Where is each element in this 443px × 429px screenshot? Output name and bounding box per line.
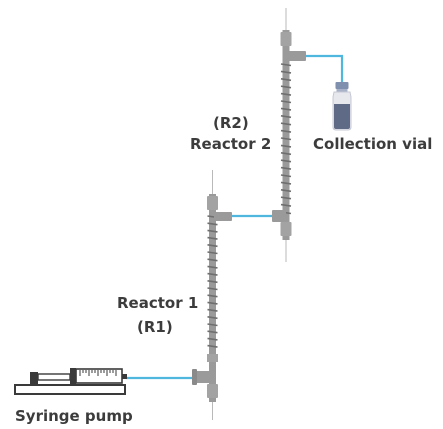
- reactor-coil-icon: [280, 63, 292, 215]
- coil-turn: [280, 78, 292, 82]
- coil-turn: [207, 330, 218, 334]
- coil-turn: [207, 280, 218, 284]
- pump-pusher: [30, 372, 38, 386]
- coil-turn: [280, 152, 292, 156]
- reactor-1: [192, 194, 232, 402]
- coil-turn: [280, 100, 292, 104]
- coil-turn: [280, 189, 292, 193]
- r2-bottom-fitting: [280, 222, 292, 236]
- coil-turn: [207, 287, 218, 291]
- t-junction-icon: [192, 369, 212, 385]
- syringe-pump-icon: [14, 368, 127, 395]
- vial-liquid: [334, 104, 350, 129]
- vial-cap: [335, 82, 349, 89]
- r1-top-fitting: [207, 196, 218, 210]
- coil-turn: [280, 92, 292, 96]
- coil-turn: [207, 323, 218, 327]
- syringe-tip: [122, 374, 127, 379]
- coil-turn: [280, 107, 292, 111]
- collection-vial-label: Collection vial: [313, 135, 433, 153]
- coil-turn: [280, 63, 292, 67]
- coil-turn: [280, 85, 292, 89]
- coil-turn: [280, 166, 292, 170]
- coil-turn: [207, 272, 218, 276]
- coil-turn: [207, 308, 218, 312]
- coil-turn: [207, 251, 218, 255]
- syringe-flange: [70, 368, 76, 386]
- coil-turn: [280, 70, 292, 74]
- coil-turn: [207, 265, 218, 269]
- syringe-scale: [79, 370, 117, 376]
- tube-r2-to-vial: [305, 54, 344, 82]
- r1-inlet-collar: [207, 354, 218, 362]
- coil-turn: [207, 244, 218, 248]
- coil-turn: [280, 137, 292, 141]
- coil-turn: [280, 181, 292, 185]
- coil-turn: [207, 222, 218, 226]
- coil-turn: [207, 316, 218, 320]
- coil-turn: [207, 236, 218, 240]
- coil-turn: [280, 203, 292, 207]
- r2-top-fitting: [280, 32, 292, 46]
- reactor-coil-icon: [207, 215, 218, 348]
- coil-turn: [207, 294, 218, 298]
- t-junction-icon: [288, 51, 306, 61]
- coil-turn: [207, 229, 218, 233]
- coil-turn: [280, 174, 292, 178]
- coil-turn: [280, 122, 292, 126]
- collection-vial-icon: [332, 82, 352, 131]
- t-junction-icon: [272, 210, 286, 222]
- r1-code-label: (R1): [137, 318, 173, 336]
- r1-bottom-fitting: [207, 384, 218, 398]
- coil-turn: [280, 159, 292, 163]
- coil-turn: [280, 144, 292, 148]
- t-junction-icon: [214, 212, 232, 221]
- coil-turn: [280, 129, 292, 133]
- reactor-2-column: [282, 30, 290, 240]
- reactor-1-column: [209, 194, 216, 402]
- r2-name-label: Reactor 2: [190, 135, 272, 153]
- pump-base: [14, 384, 126, 395]
- coil-turn: [207, 337, 218, 341]
- coil-turn: [280, 115, 292, 119]
- syringe-plunger: [37, 373, 71, 381]
- r2-code-label: (R2): [213, 114, 249, 132]
- coil-turn: [207, 301, 218, 305]
- coil-turn: [280, 196, 292, 200]
- r1-name-label: Reactor 1: [117, 294, 199, 312]
- coil-turn: [207, 258, 218, 262]
- coil-turn: [207, 344, 218, 348]
- pump-label: Syringe pump: [15, 407, 133, 425]
- reactor-2: [272, 30, 306, 240]
- tubing: [126, 54, 344, 380]
